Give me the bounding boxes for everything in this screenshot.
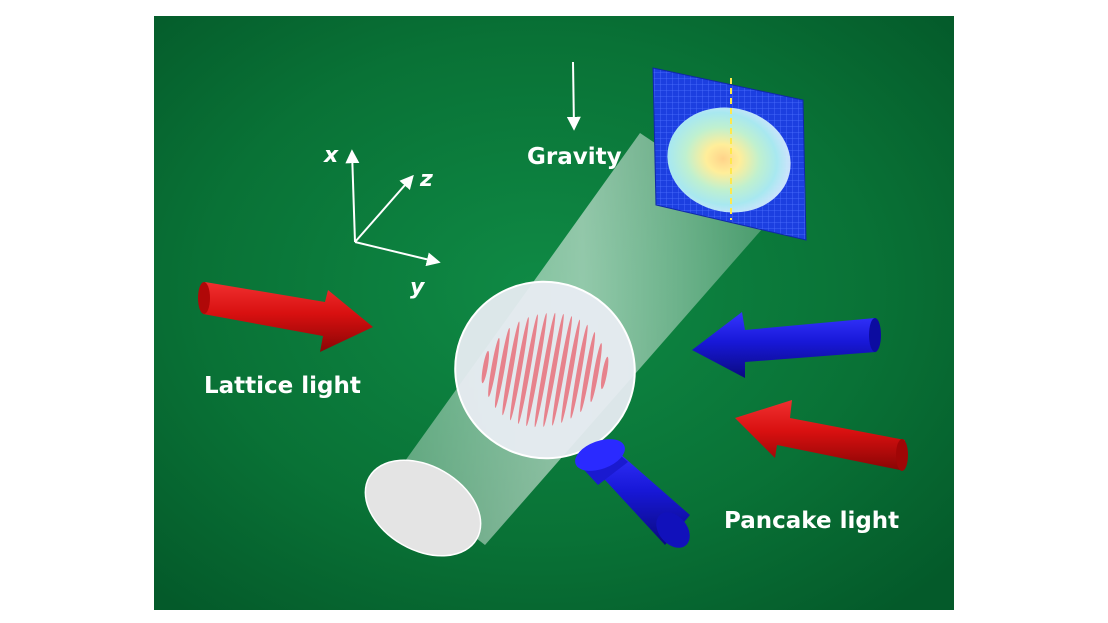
lattice-beam-left (198, 282, 373, 352)
y-axis-arrow (354, 241, 441, 267)
lattice-fringe (488, 337, 500, 397)
tube-end-cap (364, 459, 482, 557)
pancake-light-label: Pancake light (724, 508, 899, 534)
lattice-fringe (600, 356, 609, 390)
lattice-light-label: Lattice light (204, 373, 361, 399)
gravity-arrow (566, 61, 581, 131)
lattice-fringe (561, 319, 580, 423)
lattice-fringe (580, 332, 596, 413)
gravity-label: Gravity (527, 144, 622, 170)
lattice-beam-right (735, 400, 908, 471)
atom-disk (454, 280, 636, 460)
lattice-fringe (590, 343, 602, 403)
lattice-fringe (534, 312, 556, 428)
z-axis-arrow (354, 174, 414, 243)
lattice-fringe (518, 314, 538, 424)
y-axis-label: y (410, 275, 426, 300)
lattice-fringe (570, 324, 588, 419)
lattice-fringe (502, 321, 520, 416)
pancake-beam-bottom (575, 439, 690, 548)
atom-cloud-image (667, 107, 791, 213)
lattice-fringe (494, 327, 510, 408)
lattice-fringe (481, 350, 490, 384)
x-axis-label: x (323, 143, 339, 168)
coordinate-axes: x z y (323, 143, 441, 300)
lattice-fringe (543, 313, 564, 427)
pancake-beam-right (692, 312, 881, 378)
lattice-fringe (552, 316, 572, 426)
lattice-fringes (481, 312, 609, 428)
z-axis-label: z (419, 167, 433, 192)
lattice-fringe (526, 313, 547, 427)
lattice-fringe (510, 317, 529, 421)
detector-screen (652, 67, 807, 241)
x-axis-arrow (345, 149, 360, 243)
